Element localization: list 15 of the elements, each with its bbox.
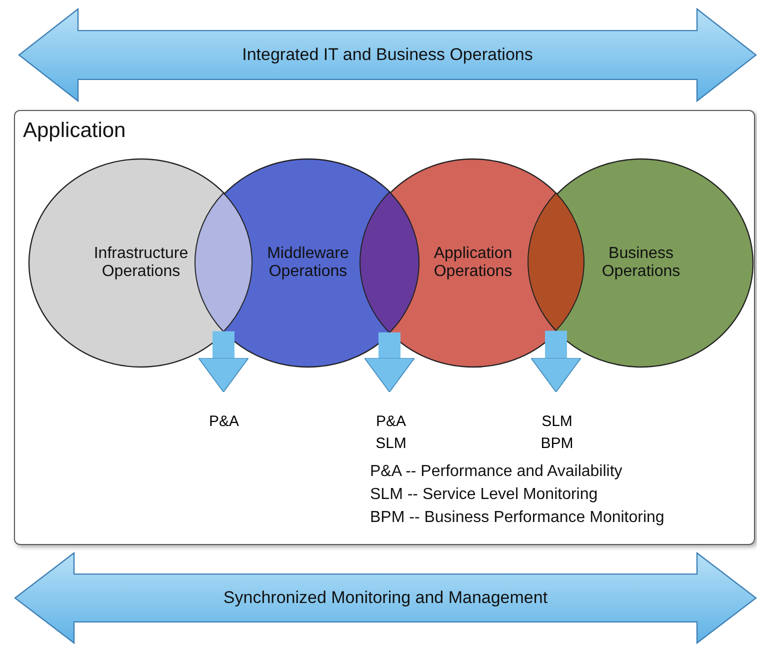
abbreviation-text: SLM BPM [540,412,574,454]
banner-text: Integrated IT and Business Operations [242,45,533,65]
down-arrow [364,332,415,392]
abbreviation-note: SLM -- Service Level Monitoring [370,485,598,505]
down-arrow [530,330,582,392]
panel-title: Application [23,119,126,143]
abbreviation-text: P&A [208,412,239,432]
abbreviation-note: P&A -- Performance and Availability [370,462,622,482]
banner-text: Synchronized Monitoring and Management [223,588,548,608]
circle-label: Middleware Operations [266,245,350,281]
abbreviation-text: P&A SLM [374,412,408,454]
circle-label: Application Operations [432,245,514,281]
circle-label: Business Operations [600,245,682,281]
circle-label: Infrastructure Operations [92,245,190,281]
abbreviation-note: BPM -- Business Performance Monitoring [370,508,664,528]
